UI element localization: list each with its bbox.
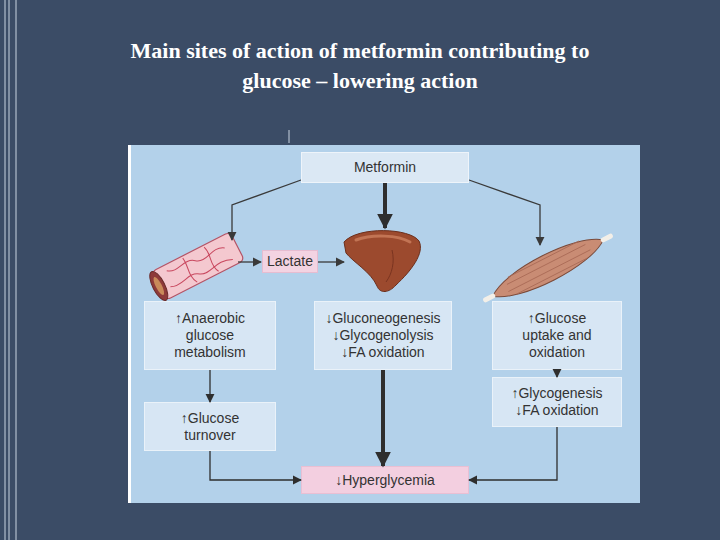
node-text: Lactate bbox=[267, 253, 313, 270]
node-text: Metformin bbox=[354, 159, 416, 176]
slide-title: Main sites of action of metformin contri… bbox=[130, 36, 590, 96]
connector-arrow bbox=[381, 370, 385, 466]
slide-stripe bbox=[5, 0, 6, 540]
effect-box: ↑Glucose uptake and oxidation bbox=[492, 301, 622, 370]
metabolite-box: Lactate bbox=[262, 250, 318, 273]
leader-arrow bbox=[383, 183, 387, 228]
effect-box: ↑Glycogenesis↓FA oxidation bbox=[492, 377, 622, 427]
intestine-illustration bbox=[146, 232, 244, 303]
effect-box: ↓Gluconeogenesis↓Glycogenolysis↓FA oxida… bbox=[314, 301, 452, 370]
leader-arrow bbox=[238, 261, 261, 262]
node-text: ↓Glycogenolysis bbox=[332, 327, 433, 344]
muscle-illustration bbox=[480, 224, 617, 312]
figure-panel bbox=[128, 145, 640, 503]
slide-stripe bbox=[16, 0, 17, 540]
liver-illustration bbox=[344, 231, 420, 292]
effect-box: ↑Glucose turnover bbox=[144, 402, 276, 451]
node-text: ↑Glucose uptake and oxidation bbox=[511, 310, 603, 361]
connector-arrow bbox=[210, 451, 301, 480]
drug-box: Metformin bbox=[301, 152, 469, 183]
leader-arrow bbox=[318, 261, 344, 262]
connector-arrow bbox=[469, 427, 557, 480]
node-text: ↓FA oxidation bbox=[341, 344, 424, 361]
effect-box: ↑Anaerobic glucose metabolism bbox=[144, 301, 276, 370]
leader-arrow bbox=[469, 180, 540, 245]
outcome-box: ↓Hyperglycemia bbox=[301, 466, 469, 494]
node-text: ↓Gluconeogenesis bbox=[325, 310, 440, 327]
node-text: ↑Glycogenesis bbox=[511, 385, 602, 402]
node-text: ↑Glucose turnover bbox=[161, 410, 259, 444]
node-text: ↓Hyperglycemia bbox=[335, 472, 435, 489]
node-text: ↓FA oxidation bbox=[515, 402, 598, 419]
connector-arrow bbox=[209, 370, 210, 402]
leader-arrow bbox=[232, 180, 301, 240]
connector-arrow bbox=[556, 370, 557, 377]
panel-edge bbox=[128, 145, 131, 503]
slide-mark bbox=[289, 130, 290, 143]
slide-stripe bbox=[9, 0, 10, 540]
node-text: ↑Anaerobic glucose metabolism bbox=[161, 310, 259, 361]
